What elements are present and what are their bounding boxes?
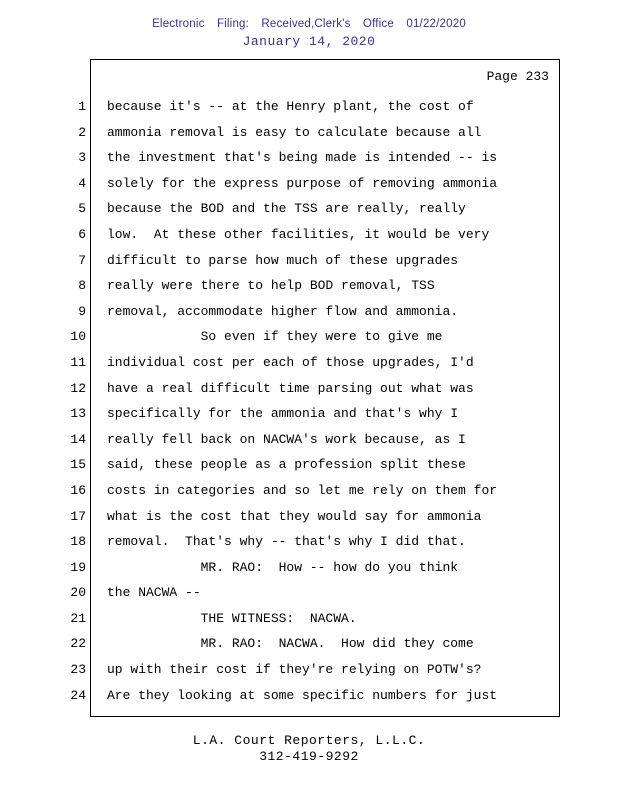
transcript-line: difficult to parse how much of these upg… — [107, 252, 459, 268]
transcript-line: have a real difficult time parsing out w… — [107, 380, 474, 396]
efiling-header-text: Electronic Filing: Received,Clerk's Offi… — [152, 18, 466, 30]
line-number: 5 — [78, 201, 86, 217]
line-number: 21 — [70, 610, 86, 626]
line-number: 16 — [70, 482, 86, 498]
transcript-line: Are they looking at some specific number… — [107, 687, 498, 703]
line-number: 14 — [70, 431, 86, 447]
transcript-line: solely for the express purpose of removi… — [107, 175, 498, 191]
line-number: 3 — [78, 150, 86, 166]
line-number: 22 — [70, 636, 86, 652]
transcript-line: really were there to help BOD removal, T… — [107, 278, 435, 294]
line-number: 4 — [78, 175, 86, 191]
line-number: 9 — [78, 303, 86, 319]
line-number: 8 — [78, 278, 86, 294]
line-number: 12 — [70, 380, 86, 396]
transcript-line: specifically for the ammonia and that's … — [107, 406, 459, 422]
line-number: 20 — [70, 585, 86, 601]
line-number: 23 — [70, 662, 86, 678]
line-number: 13 — [70, 406, 86, 422]
efiling-stamp: Electronic Filing: Received,Clerk's Offi… — [0, 18, 618, 49]
transcript-line: removal. That's why -- that's why I did … — [107, 534, 466, 550]
reporter-footer: L.A. Court Reporters, L.L.C. 312-419-929… — [0, 733, 618, 765]
transcript-line: So even if they were to give me — [107, 329, 443, 345]
line-number: 7 — [78, 252, 86, 268]
transcript-line: low. At these other facilities, it would… — [107, 226, 490, 242]
transcript-line: the NACWA -- — [107, 585, 201, 601]
transcript-box: Page 233 because it's -- at the Henry pl… — [90, 59, 560, 717]
transcript-line: the investment that's being made is inte… — [107, 150, 498, 166]
transcript-line: said, these people as a profession split… — [107, 457, 466, 473]
transcript-line: THE WITNESS: NACWA. — [107, 610, 357, 626]
reporter-company: L.A. Court Reporters, L.L.C. — [192, 733, 426, 748]
transcript-line: really fell back on NACWA's work because… — [107, 431, 466, 447]
line-number: 24 — [70, 687, 86, 703]
line-number: 19 — [70, 559, 86, 575]
line-number: 10 — [70, 329, 86, 345]
transcript-text: because it's -- at the Henry plant, the … — [107, 94, 549, 708]
transcript-line: MR. RAO: NACWA. How did they come — [107, 636, 474, 652]
transcript-line: individual cost per each of those upgrad… — [107, 354, 474, 370]
line-number: 1 — [78, 99, 86, 114]
transcript-line: up with their cost if they're relying on… — [107, 662, 482, 678]
line-number: 17 — [70, 508, 86, 524]
page-number-label: Page 233 — [486, 69, 549, 84]
line-number: 15 — [70, 457, 86, 473]
line-number: 11 — [70, 354, 86, 370]
transcript-line: because the BOD and the TSS are really, … — [107, 201, 466, 217]
transcript-line: removal, accommodate higher flow and amm… — [107, 303, 459, 319]
transcript-line: ammonia removal is easy to calculate bec… — [107, 124, 482, 140]
transcript-line: what is the cost that they would say for… — [107, 508, 482, 524]
transcript-line: because it's -- at the Henry plant, the … — [107, 99, 474, 114]
line-number: 6 — [78, 226, 86, 242]
hearing-date: January 14, 2020 — [242, 34, 376, 49]
reporter-phone: 312-419-9292 — [259, 749, 359, 764]
line-number: 2 — [78, 124, 86, 140]
transcript-line: costs in categories and so let me rely o… — [107, 482, 498, 498]
transcript-line: MR. RAO: How -- how do you think — [107, 559, 459, 575]
line-number: 18 — [70, 534, 86, 550]
